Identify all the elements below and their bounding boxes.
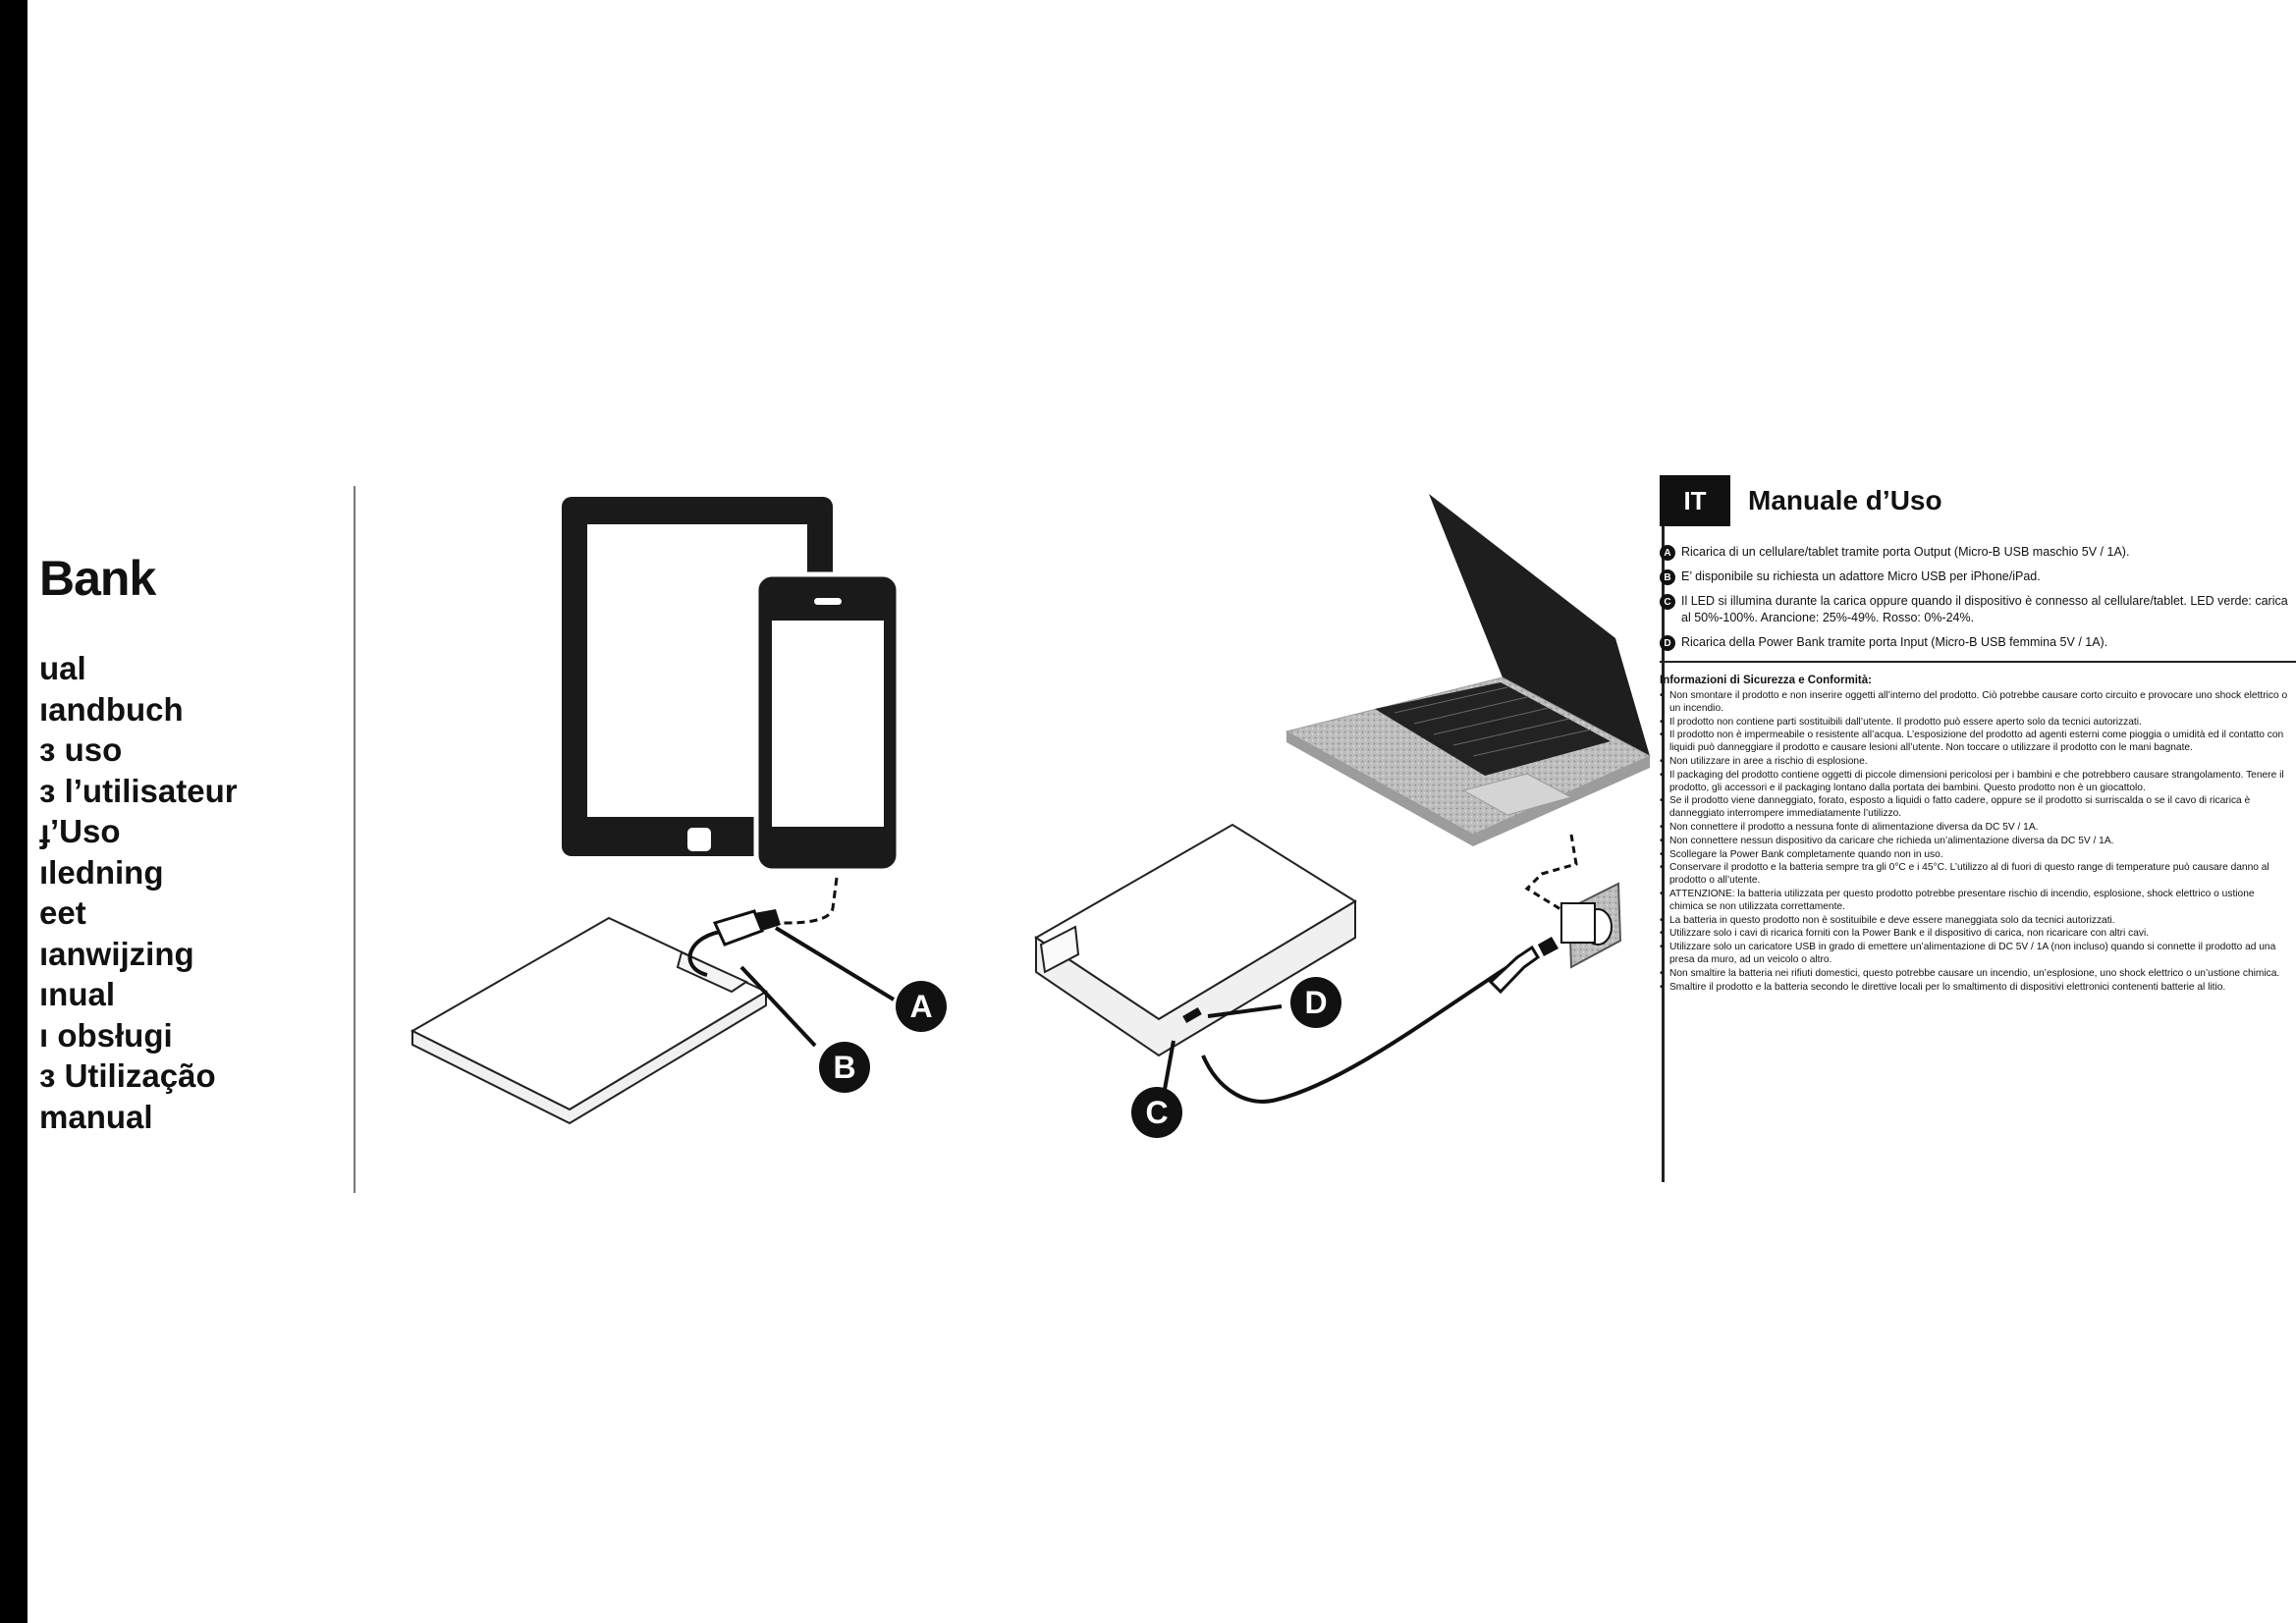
language-item: ual — [39, 650, 86, 686]
safety-item: Non connettere il prodotto a nessuna fon… — [1660, 822, 2288, 835]
italian-manual-section: IT Manuale d’Uso A Ricarica di un cellul… — [1660, 475, 2296, 995]
safety-item: La batteria in questo prodotto non è sos… — [1660, 915, 2288, 928]
power-bank-right-icon — [1034, 823, 1357, 1057]
section-title: Manuale d’Uso — [1748, 485, 1942, 515]
feature-text: Ricarica della Power Bank tramite porta … — [1681, 635, 2108, 649]
callout-b: B — [819, 1042, 870, 1093]
cover-title: Bank — [39, 551, 156, 606]
callout-d: D — [1290, 977, 1341, 1028]
language-item: manual — [39, 1098, 153, 1135]
callout-line-c — [1162, 1040, 1175, 1096]
svg-text:D: D — [1304, 985, 1327, 1020]
smartphone-icon — [753, 571, 902, 874]
language-item: eet — [39, 894, 86, 931]
feature-item: B E’ disponibile su richiesta un adattor… — [1660, 568, 2288, 585]
safety-item: Conservare il prodotto e la batteria sem… — [1660, 862, 2288, 888]
safety-item: Non connettere nessun dispositivo da car… — [1660, 836, 2288, 848]
language-item: ıledning — [39, 853, 164, 891]
safety-item: Il prodotto non contiene parti sostituib… — [1660, 717, 2288, 730]
language-item: ınual — [39, 976, 116, 1012]
language-item: ı obsługi — [39, 1016, 173, 1054]
laptop-icon — [1285, 494, 1652, 846]
laptop-connection-line — [1524, 834, 1592, 930]
callout-line-d — [1207, 1004, 1283, 1018]
language-item: ɜ Utilização — [39, 1057, 216, 1094]
power-bank-left-icon — [410, 909, 781, 1125]
callout-line-a — [774, 926, 896, 1001]
feature-letter-badge: A — [1660, 545, 1675, 561]
safety-list: Non smontare il prodotto e non inserire … — [1660, 690, 2288, 994]
safety-item: Se il prodotto viene danneggiato, forato… — [1660, 795, 2288, 821]
svg-text:B: B — [833, 1050, 855, 1085]
charging-cable — [1201, 950, 1533, 1104]
section-divider — [1660, 661, 2296, 663]
language-item: ɜ l’utilisateur — [39, 772, 238, 809]
section-header: IT Manuale d’Uso — [1660, 475, 2288, 526]
feature-text: E’ disponibile su richiesta un adattore … — [1681, 569, 2041, 583]
wall-socket-icon — [1560, 882, 1622, 969]
left-fold-line — [354, 486, 355, 1193]
svg-text:A: A — [909, 989, 932, 1024]
svg-text:C: C — [1145, 1095, 1168, 1130]
page-edge-bar — [0, 0, 27, 1623]
safety-item: Utilizzare solo un caricatore USB in gra… — [1660, 942, 2288, 967]
safety-item: Il packaging del prodotto contiene ogget… — [1660, 770, 2288, 795]
language-item: ıanwijzing — [39, 935, 194, 972]
feature-letter-badge: D — [1660, 635, 1675, 651]
language-item: ıandbuch — [39, 690, 184, 728]
feature-text: Ricarica di un cellulare/tablet tramite … — [1681, 545, 2130, 559]
usb-plug-icon — [1488, 945, 1540, 995]
feature-item: C Il LED si illumina durante la carica o… — [1660, 593, 2288, 626]
feature-text: Il LED si illumina durante la carica opp… — [1681, 594, 2288, 624]
safety-item: Non utilizzare in aree a rischio di espl… — [1660, 756, 2288, 769]
safety-item: ATTENZIONE: la batteria utilizzata per q… — [1660, 889, 2288, 914]
feature-list: A Ricarica di un cellulare/tablet tramit… — [1660, 544, 2288, 651]
phone-connection-line — [771, 877, 839, 925]
language-badge: IT — [1660, 475, 1730, 526]
safety-item: Utilizzare solo i cavi di ricarica forni… — [1660, 928, 2288, 941]
feature-letter-badge: C — [1660, 594, 1675, 610]
safety-item: Il prodotto non è impermeabile o resiste… — [1660, 730, 2288, 755]
feature-item: A Ricarica di un cellulare/tablet tramit… — [1660, 544, 2288, 561]
feature-letter-badge: B — [1660, 569, 1675, 585]
safety-item: Non smontare il prodotto e non inserire … — [1660, 690, 2288, 716]
safety-item: Smaltire il prodotto e la batteria secon… — [1660, 982, 2288, 995]
callout-line-b — [739, 965, 817, 1048]
language-list: ual ıandbuch ɜ uso ɜ l’utilisateur ɟ’Uso… — [39, 648, 238, 1137]
feature-item: D Ricarica della Power Bank tramite port… — [1660, 634, 2288, 651]
safety-heading: Informazioni di Sicurezza e Conformità: — [1660, 675, 1872, 686]
callout-c: C — [1131, 1087, 1182, 1138]
language-item: ɜ uso — [39, 731, 123, 768]
language-item: ɟ’Uso — [39, 813, 121, 849]
safety-item: Non smaltire la batteria nei rifiuti dom… — [1660, 968, 2288, 981]
callout-a: A — [896, 981, 947, 1032]
safety-item: Scollegare la Power Bank completamente q… — [1660, 849, 2288, 862]
